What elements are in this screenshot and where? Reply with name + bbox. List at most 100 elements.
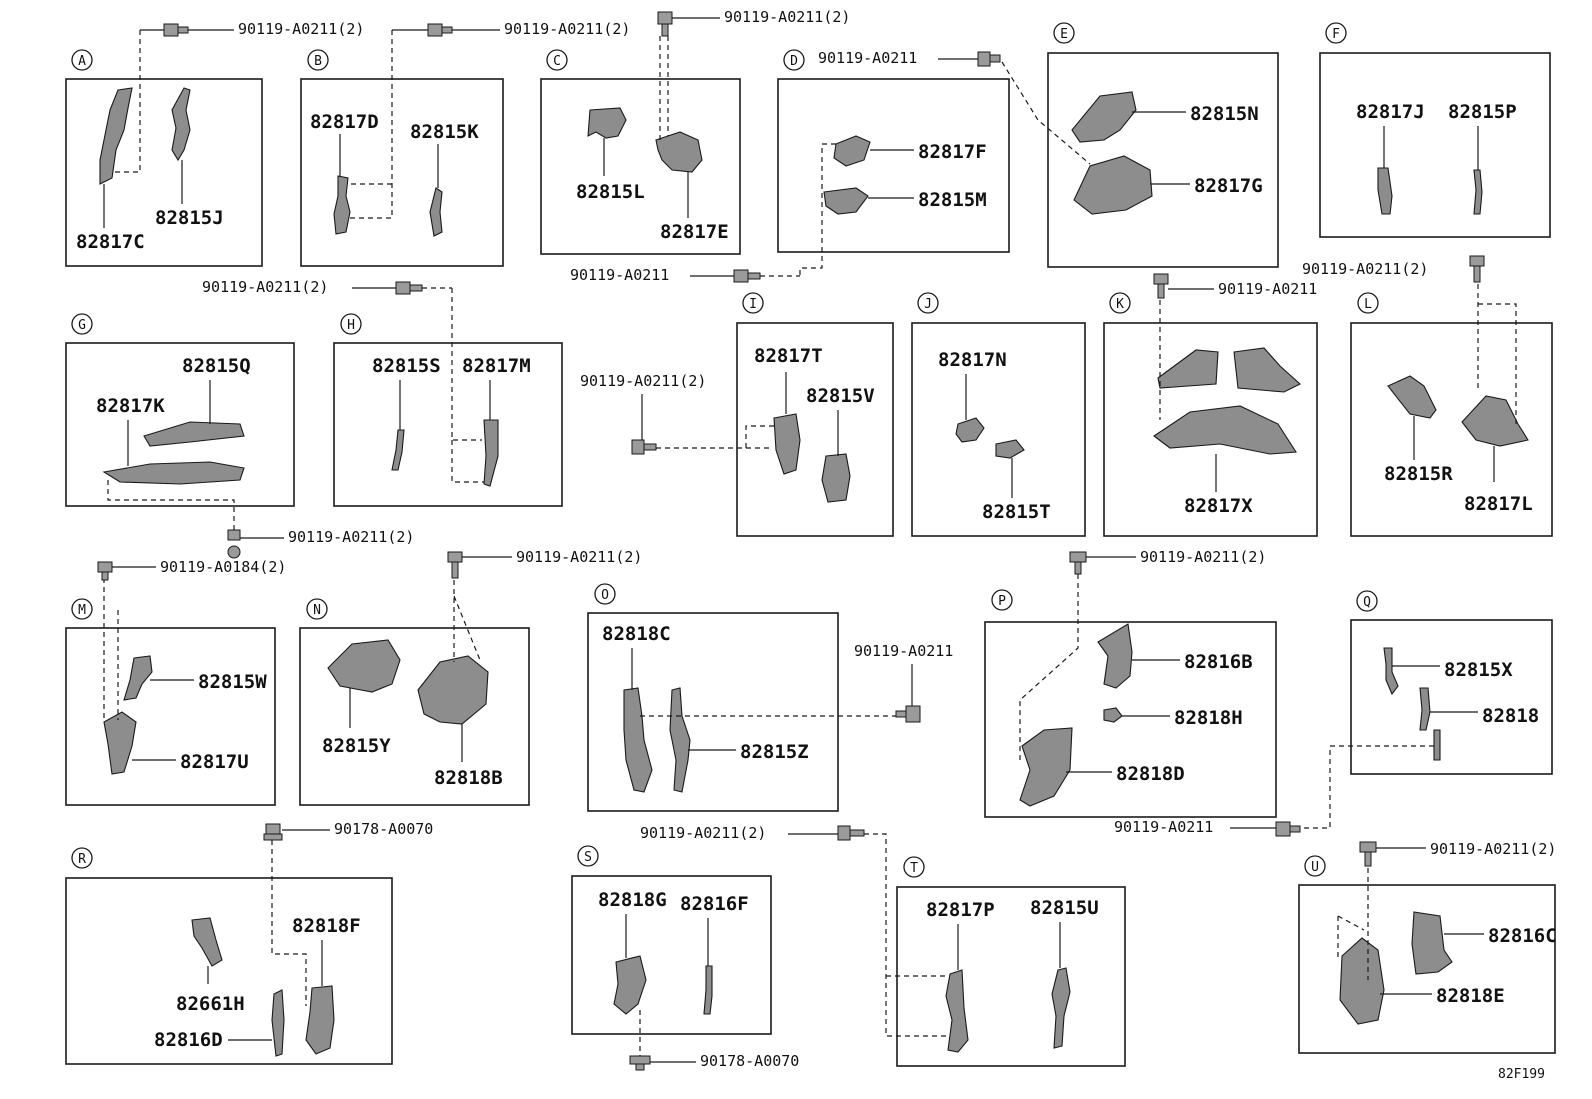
part-82816c-label: 82816C (1488, 925, 1557, 947)
part-82815y-shape (327, 639, 401, 693)
bolt-icon (227, 529, 241, 559)
section-b-letter: B (314, 54, 322, 69)
part-82817n-shape (955, 417, 985, 443)
part-82815x-label: 82815X (1444, 659, 1513, 681)
part-82817m-shape (483, 419, 499, 487)
section-g-box (65, 342, 295, 507)
part-82815l-shape (587, 107, 627, 139)
section-s-box (571, 875, 772, 1035)
section-g-marker (71, 313, 93, 335)
part-82815j-label: 82815J (155, 207, 224, 229)
bolt-d-lower-label: 90119-A0211 (570, 266, 669, 284)
section-m-box (65, 627, 276, 806)
part-82817x-upper-left-shape (1157, 349, 1219, 389)
section-j-box (911, 322, 1086, 537)
section-c: C 90119-A0211(2) 82815L 82817E (540, 8, 850, 255)
section-m: M 82815W 82817U 90119-A0184(2) (65, 558, 286, 806)
part-82815k-shape (429, 187, 443, 237)
bolt-a-dash (112, 30, 141, 173)
part-82816d-label: 82816D (154, 1029, 223, 1051)
section-o-letter: O (601, 588, 609, 603)
part-82817k-shape (102, 461, 245, 485)
section-q-marker (1356, 590, 1378, 612)
part-82815z-shape (669, 687, 691, 793)
part-82817u-label: 82817U (180, 751, 249, 773)
part-82817p-label: 82817P (926, 899, 995, 921)
bolt-icon (837, 825, 865, 841)
part-82817t-shape (773, 413, 801, 475)
part-82815w-shape (123, 655, 153, 701)
bolt-q-dash (1300, 745, 1434, 829)
section-l-marker (1357, 292, 1379, 314)
part-82815m-shape (823, 187, 869, 215)
section-t: T 82817P 82815U 90119-A0211(2) (640, 824, 1126, 1067)
section-e: E 82815N 82817G (1047, 22, 1279, 268)
part-82817g-shape (1073, 155, 1153, 215)
part-82815p-label: 82815P (1448, 101, 1517, 123)
part-82818f-label: 82818F (292, 915, 361, 937)
part-82817c-label: 82817C (76, 231, 145, 253)
part-82817d-label: 82817D (310, 111, 379, 133)
part-82815x-shape (1383, 647, 1399, 696)
part-82817c-shape (99, 87, 133, 185)
bolt-icon (447, 551, 463, 579)
section-f: F 82817J 82815P (1319, 22, 1551, 238)
bolt-icon (631, 439, 657, 455)
part-82818c-shape (623, 687, 653, 793)
part-82817j-shape (1377, 167, 1393, 215)
section-h-letter: H (347, 318, 355, 333)
bolt-b-dash (348, 30, 393, 219)
section-f-box (1319, 52, 1551, 238)
section-k-letter: K (1116, 297, 1124, 312)
section-o-marker (594, 583, 616, 605)
section-p-marker (991, 589, 1013, 611)
part-82817d-shape (333, 175, 351, 235)
part-82815r-label: 82815R (1384, 463, 1453, 485)
section-f-marker (1325, 22, 1347, 44)
part-82817f-shape (833, 135, 871, 167)
section-e-box (1047, 52, 1279, 268)
section-a-box (65, 78, 263, 267)
part-82818e-shape (1339, 937, 1385, 1025)
bolt-icon (1275, 821, 1301, 837)
section-l: L 82815R 82817L 90119-A0211(2) (1302, 255, 1553, 537)
section-h-marker (340, 313, 362, 335)
section-a: A 90119-A0211(2) 82817C 82815J (65, 20, 364, 267)
section-g-letter: G (78, 318, 86, 333)
part-82816f-shape (703, 965, 713, 1015)
part-82817e-label: 82817E (660, 221, 729, 243)
section-s-marker (577, 845, 599, 867)
bolt-i-dash (656, 425, 776, 449)
section-l-box (1350, 322, 1553, 537)
part-82661h-label: 82661H (176, 993, 245, 1015)
section-i-box (736, 322, 894, 537)
part-82815s-label: 82815S (372, 355, 441, 377)
bolt-icon (163, 23, 189, 37)
section-d-box (777, 78, 1010, 253)
bolt-c-dash (659, 36, 669, 140)
section-r-box (65, 877, 393, 1065)
part-82817m-label: 82817M (462, 355, 531, 377)
section-k: K 82817X 90119-A0211 (1103, 273, 1318, 537)
part-82815p-shape (1473, 169, 1483, 215)
part-82817x-upper-right-shape (1233, 347, 1301, 393)
bolt-i-label: 90119-A0211(2) (580, 372, 706, 390)
part-82815t-shape (995, 439, 1025, 459)
part-82815r-shape (1387, 375, 1437, 419)
figure-code: 82F199 (1498, 1067, 1545, 1082)
part-82818f-shape (305, 985, 335, 1055)
part-82817e-shape (655, 131, 703, 173)
part-82818e-label: 82818E (1436, 985, 1505, 1007)
part-82816f-label: 82816F (680, 893, 749, 915)
part-82818h-shape (1103, 707, 1123, 723)
bolt-icon (1069, 551, 1087, 575)
bolt-m-label: 90119-A0184(2) (160, 558, 286, 576)
part-82817l-label: 82817L (1464, 493, 1533, 515)
bolt-m-dash (103, 578, 119, 722)
bolt-l-dash (1477, 284, 1517, 426)
section-f-letter: F (1332, 27, 1340, 42)
section-i-marker (742, 292, 764, 314)
section-h-box (333, 342, 563, 507)
part-82817k-label: 82817K (96, 395, 165, 417)
bolt-r-dash (271, 840, 307, 1006)
